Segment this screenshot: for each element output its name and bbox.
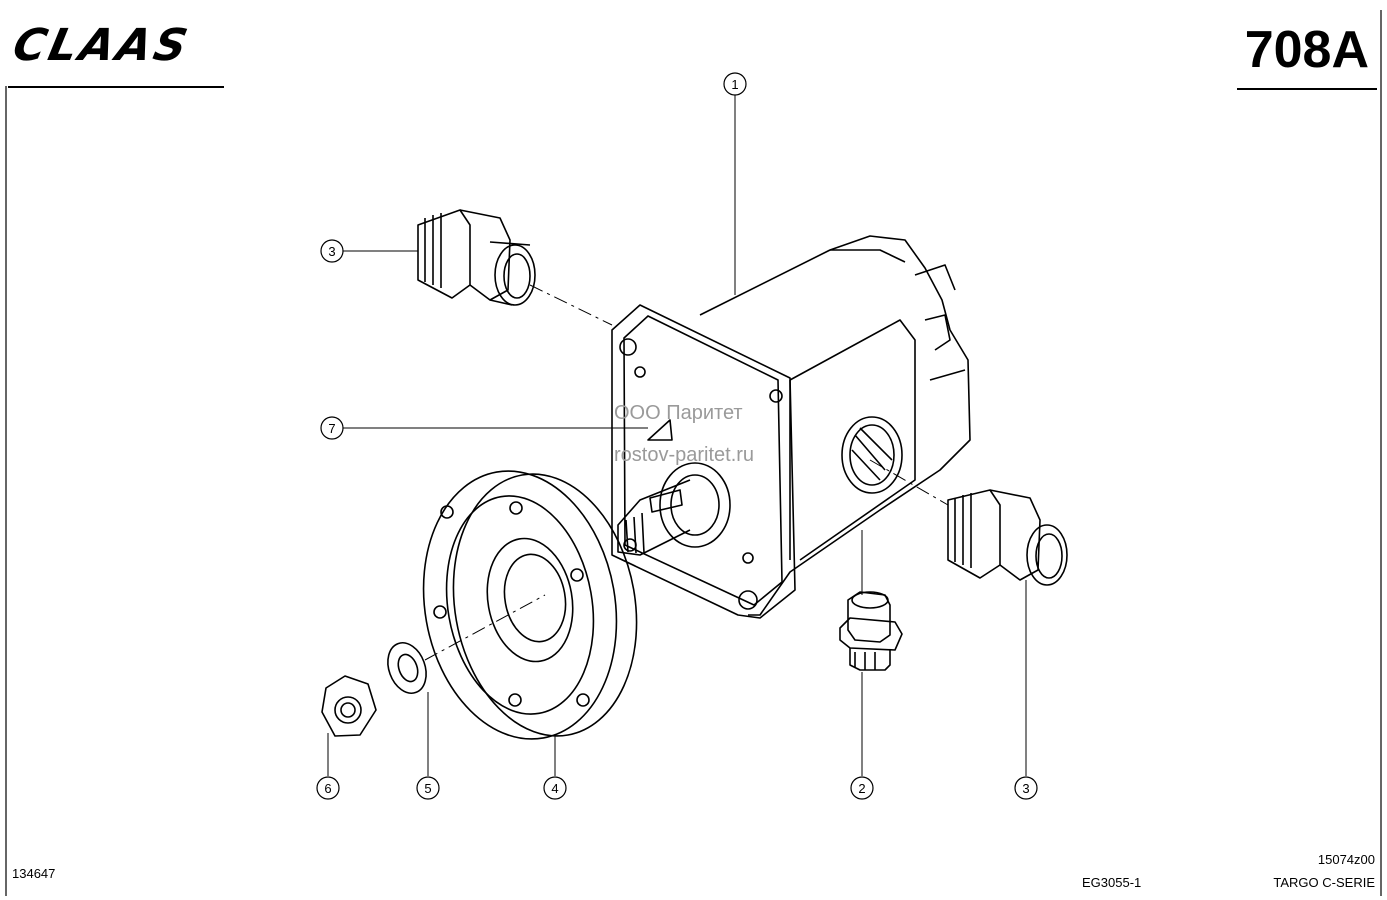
callout-circle-6 <box>316 776 340 800</box>
footer-left-number: 134647 <box>12 866 56 881</box>
callout-circle-2 <box>850 776 874 800</box>
callout-label-5: 5 <box>424 781 431 796</box>
header-rule-right <box>1237 88 1377 90</box>
hydraulic-pump <box>611 235 971 619</box>
callout-circle-7 <box>320 416 344 440</box>
callout-circle-3b <box>1014 776 1038 800</box>
callout-label-3b: 3 <box>1022 781 1029 796</box>
callout-circle-1 <box>723 72 747 96</box>
watermark-website: rostov-paritet.ru <box>614 444 755 466</box>
footer-series: TARGO C-SERIE <box>1273 875 1375 890</box>
footer-right-code: 15074z00 <box>1317 852 1375 867</box>
fitting-bottom <box>839 591 903 671</box>
callout-label-4: 4 <box>551 781 558 796</box>
callout-label-1: 1 <box>731 77 738 92</box>
callout-circle-5 <box>416 776 440 800</box>
washer <box>387 642 427 694</box>
header-rule-left <box>8 86 224 88</box>
mounting-flange <box>422 470 638 740</box>
callout-label-2: 2 <box>858 781 865 796</box>
callout-label-3a: 3 <box>328 244 335 259</box>
callout-circle-4 <box>543 776 567 800</box>
fitting-lower-right <box>947 489 1068 586</box>
hex-nut <box>321 675 377 737</box>
callout-label-7: 7 <box>328 421 335 436</box>
watermark-company: ООО Паритет <box>614 402 743 424</box>
sheet-number: 708A <box>1244 21 1369 79</box>
footer-center-code: EG3055-1 <box>1082 875 1142 890</box>
fitting-upper-left <box>417 209 536 306</box>
callout-circle-3a <box>320 239 344 263</box>
callout-label-6: 6 <box>324 781 331 796</box>
